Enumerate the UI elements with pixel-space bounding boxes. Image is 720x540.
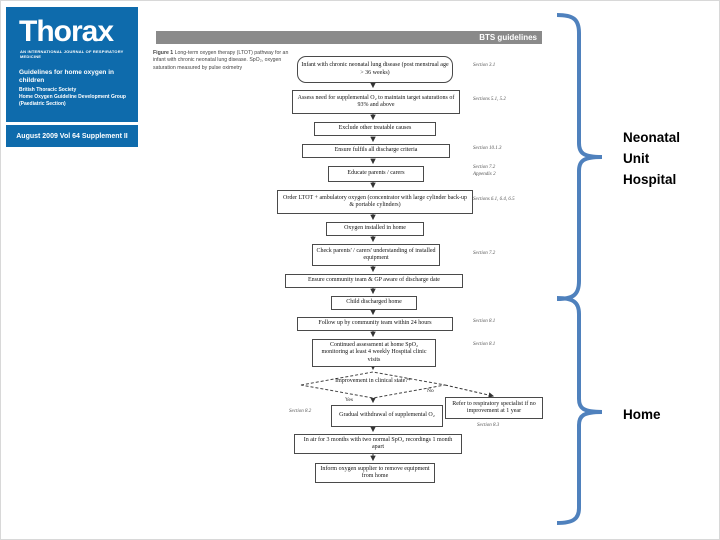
section-note: Section 8.2 <box>289 409 312 414</box>
yes-branch-label: Yes <box>345 397 354 403</box>
flow-node-discharge-criteria: Ensure fulfils all discharge criteria <box>302 144 450 158</box>
section-note: Section 8.3 <box>477 423 500 428</box>
thorax-cover: Thorax AN INTERNATIONAL JOURNAL OF RESPI… <box>6 7 138 122</box>
section-note: Sections 6.1, 6.4, 6.5 <box>473 197 515 202</box>
flow-node-child-discharged: Child discharged home <box>331 296 417 310</box>
flow-node-exclude-causes: Exclude other treatable causes <box>314 122 436 136</box>
org-line: Home Oxygen Guideline Development Group <box>19 93 126 100</box>
anno-line: Unit <box>623 151 650 166</box>
anno-line: Neonatal <box>623 130 681 145</box>
anno-line: Hospital <box>623 172 677 187</box>
flow-node-follow-up-24h: Follow up by community team within 24 ho… <box>297 317 453 331</box>
org-line: British Thoracic Society <box>19 87 77 93</box>
flow-node-educate-parents: Educate parents / carers <box>328 166 424 182</box>
section-note: Section 8.1 <box>473 319 496 324</box>
flow-node-gradual-withdrawal: Gradual withdrawal of supplemental O₂ <box>331 405 443 427</box>
no-branch-label: No <box>427 388 434 394</box>
figure-caption-text: Long-term oxygen therapy (LTOT) pathway … <box>153 50 289 71</box>
flow-node-refer-specialist: Refer to respiratory specialist if no im… <box>445 397 543 419</box>
flow-node-inform-supplier: Inform oxygen supplier to remove equipme… <box>315 463 435 483</box>
decision-diamond <box>300 371 446 399</box>
neonatal-unit-bracket <box>556 13 603 301</box>
no-branch-line <box>444 384 495 398</box>
section-note: Section 10.1.3 <box>473 146 502 151</box>
journal-title: Thorax <box>19 15 114 48</box>
flow-node-infant: Infant with chronic neonatal lung diseas… <box>297 56 453 83</box>
cover-headline: Guidelines for home oxygen in children <box>19 69 114 84</box>
neonatal-unit-hospital-label: Neonatal Unit Hospital <box>623 127 680 190</box>
home-bracket <box>556 296 603 525</box>
section-note: Section 8.1 <box>473 342 496 347</box>
section-note: Section 7.2 <box>473 251 496 256</box>
cover-issue-bar: August 2009 Vol 64 Supplement II <box>6 125 138 147</box>
cover-organisation: British Thoracic Society Home Oxygen Gui… <box>19 87 131 107</box>
flow-node-community-team-aware: Ensure community team & GP aware of disc… <box>285 274 463 288</box>
flow-node-check-understanding: Check parents' / carers' understanding o… <box>312 244 440 266</box>
journal-subtitle: AN INTERNATIONAL JOURNAL OF RESPIRATORY … <box>20 49 124 59</box>
home-label: Home <box>623 407 661 422</box>
org-line: (Paediatric Section) <box>19 100 66 107</box>
flow-node-in-air-3-months: In air for 3 months with two normal SpO₂… <box>294 434 462 454</box>
bts-guidelines-header: BTS guidelines <box>156 31 542 44</box>
section-note: Section 3.1 <box>473 63 496 68</box>
decision-improvement-text: Improvement in clinical state?* <box>335 378 411 384</box>
section-note: Sections 5.1, 5.2 <box>473 97 506 102</box>
section-note: Section 7.2 Appendix 2 <box>473 165 496 177</box>
flow-node-continued-assessment: Continued assessment at home SpO₂ monito… <box>312 339 436 367</box>
flow-node-order-ltot: Order LTOT + ambulatory oxygen (concentr… <box>277 190 473 214</box>
flow-node-assess-need: Assess need for supplemental O₂ to maint… <box>292 90 460 114</box>
figure-caption-label: Figure 1 <box>153 50 174 56</box>
flow-node-oxygen-installed: Oxygen installed in home <box>326 222 424 236</box>
figure-caption: Figure 1 Long-term oxygen therapy (LTOT)… <box>153 50 291 72</box>
